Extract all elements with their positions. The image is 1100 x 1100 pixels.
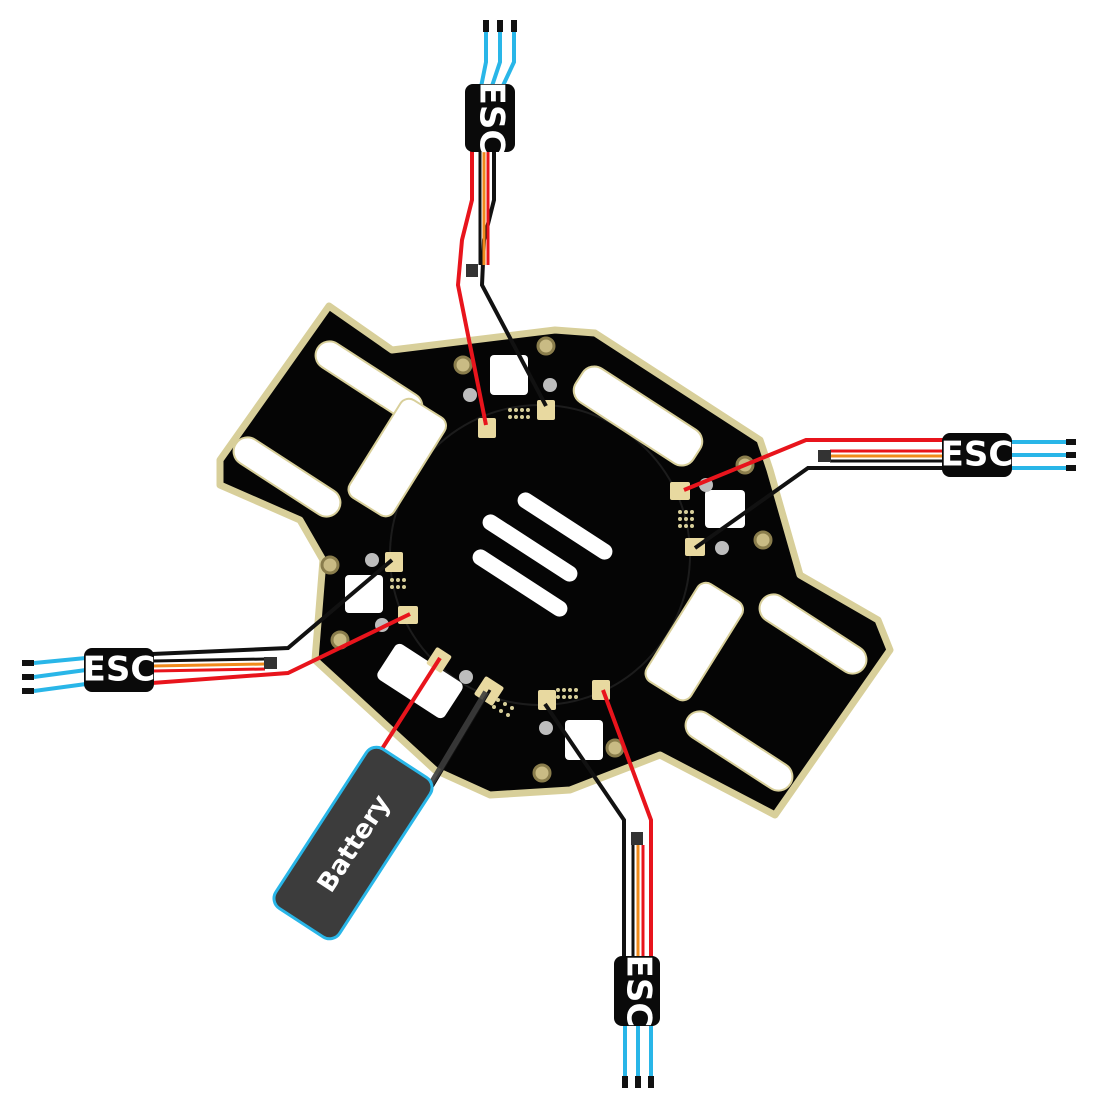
esc-right-label: ESC [941,435,1014,475]
esc-left-assembly: ESC [22,558,411,694]
pad-window [345,575,383,613]
esc-top-body [465,84,515,152]
esc-left-label: ESC [83,650,156,690]
minus-icon [365,553,379,567]
plus-icon [463,388,477,402]
minus-icon [539,721,553,735]
plus-icon [459,670,473,684]
minus-icon [543,378,557,392]
arm-slot [232,436,342,518]
esc-left-body [84,648,154,692]
arm-slot [758,593,868,675]
arm-slot [684,710,794,792]
pad-window [705,490,745,528]
battery-body [272,745,434,941]
esc-bottom-label: ESC [619,955,659,1028]
solder-pad-positive [478,418,496,438]
solder-pad-negative [385,552,403,572]
via-grids [390,408,694,717]
solder-pad-negative [537,400,555,420]
center-slot [517,492,613,560]
pad-window [490,355,528,395]
arm-cutout [347,397,448,518]
minus-icon [715,541,729,555]
frame-board [216,302,894,819]
esc-top-label: ESC [472,82,512,155]
top-cutout [572,365,704,467]
esc-top-assembly: ESC [455,20,548,426]
esc-bottom-assembly: ESC [543,689,660,1088]
esc-right-body [942,433,1012,477]
center-slot [472,549,568,617]
esc-bottom-body [614,956,660,1026]
center-slot [482,514,578,582]
solder-pad-positive [670,482,690,500]
arm-cutout [644,581,745,702]
solder-pad-negative [538,690,556,710]
esc-right-assembly: ESC [683,433,1076,550]
mounting-holes [320,336,773,783]
pad-window [377,643,463,719]
